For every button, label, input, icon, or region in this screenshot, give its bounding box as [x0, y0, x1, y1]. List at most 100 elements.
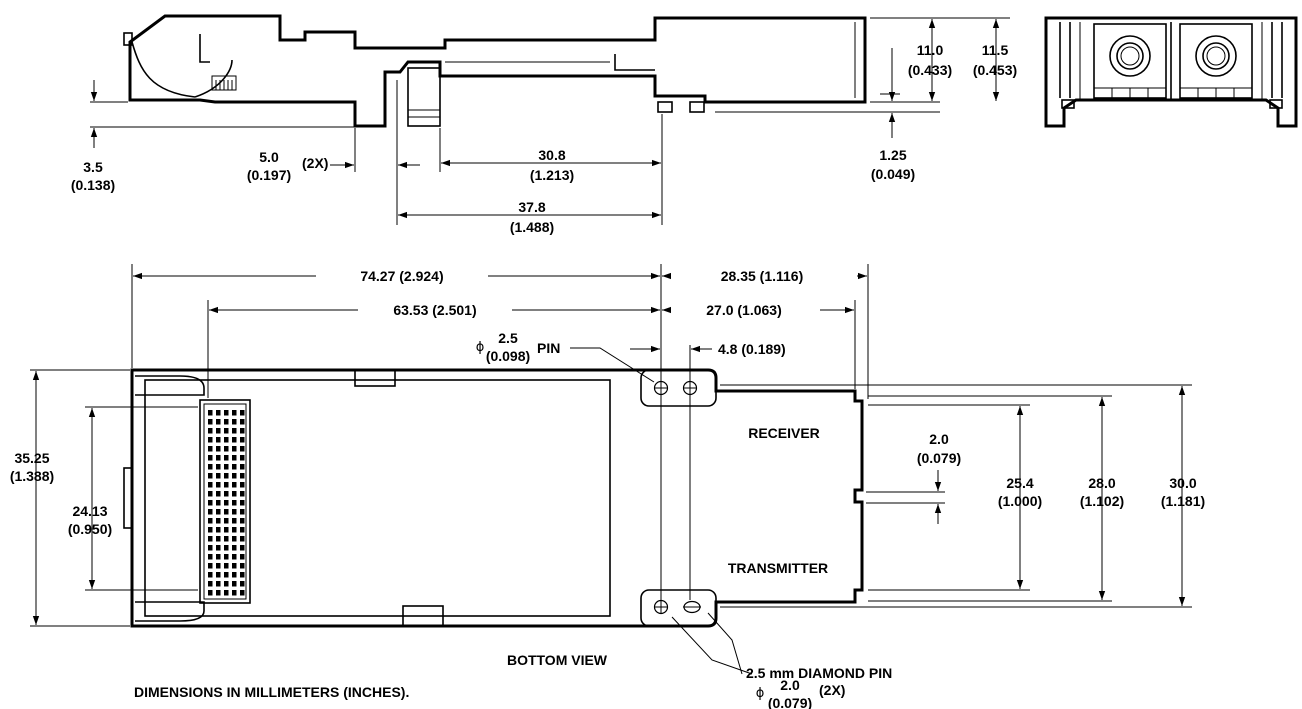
diameter-symbol: ϕ: [756, 686, 765, 701]
connector-pin: [240, 482, 245, 488]
dim-11-5: 11.5: [982, 42, 1009, 58]
connector-pin: [232, 545, 237, 551]
transmitter-label: TRANSMITTER: [728, 560, 828, 576]
pin-label: PIN: [537, 340, 560, 356]
connector-pin: [208, 455, 213, 461]
connector-pin: [240, 590, 245, 596]
connector-pin: [208, 500, 213, 506]
connector-pin: [232, 500, 237, 506]
connector-pin: [240, 500, 245, 506]
dim-11-5-inches: (0.453): [973, 62, 1017, 78]
connector-pin: [208, 428, 213, 434]
connector-pin: [216, 500, 221, 506]
connector-pin: [216, 572, 221, 578]
connector-pin: [224, 500, 229, 506]
connector-pin: [232, 554, 237, 560]
connector-pin: [240, 563, 245, 569]
bottom-view-side-tab: [123, 467, 133, 529]
connector-pin: [216, 464, 221, 470]
connector-pin: [224, 536, 229, 542]
connector-pin: [232, 464, 237, 470]
dim-74-27: 74.27 (2.924): [360, 268, 443, 284]
receiver-label: RECEIVER: [748, 425, 820, 441]
bottom-view-pcb: [144, 379, 611, 617]
connector-pin: [240, 518, 245, 524]
diamond-pin-icon: [683, 600, 701, 614]
bottom-view-tab-bottom: [402, 605, 444, 627]
connector-pin: [208, 464, 213, 470]
connector-pin: [240, 428, 245, 434]
connector-pin: [208, 419, 213, 425]
connector-pin: [224, 464, 229, 470]
connector-pin: [216, 446, 221, 452]
connector-pin: [208, 590, 213, 596]
diamond-pin-label: 2.5 mm DIAMOND PIN: [746, 665, 892, 681]
connector-pin: [224, 455, 229, 461]
pin-plate-bottom: [640, 589, 717, 627]
dim-24-13-inches: (0.950): [68, 521, 112, 537]
connector-pin: [224, 572, 229, 578]
dim-24-13: 24.13: [72, 503, 107, 519]
connector-pin: [208, 473, 213, 479]
connector-pin: [240, 527, 245, 533]
dim-hole-qty: (2X): [819, 682, 845, 698]
connector-pin: [216, 455, 221, 461]
dim-30-8: 30.8: [538, 147, 565, 163]
side-view-foot-right: [689, 101, 705, 113]
connector-pin: [232, 455, 237, 461]
connector-pin: [232, 527, 237, 533]
connector-pin: [224, 509, 229, 515]
connector-pin: [232, 518, 237, 524]
side-view-step: [614, 54, 655, 71]
connector-pin: [232, 536, 237, 542]
dim-35-25-inches: (1.388): [10, 468, 54, 484]
side-view-post: [407, 67, 441, 127]
connector-pin: [216, 473, 221, 479]
dim-3-5: 3.5: [83, 159, 103, 175]
connector-pin: [216, 509, 221, 515]
dim-pin-2-5-inches: (0.098): [486, 348, 530, 364]
side-view-foot-left: [657, 101, 673, 113]
dim-30-8-inches: (1.213): [530, 167, 574, 183]
connector-pin: [240, 419, 245, 425]
side-view-connector-nose: [131, 41, 196, 98]
dim-3-5-inches: (0.138): [71, 177, 115, 193]
connector-pin: [208, 446, 213, 452]
connector-pin: [216, 527, 221, 533]
connector-pin: [216, 437, 221, 443]
connector-pin: [232, 572, 237, 578]
connector-pin: [232, 491, 237, 497]
connector-pin: [224, 545, 229, 551]
connector-pin: [224, 473, 229, 479]
connector-pin: [208, 554, 213, 560]
connector-pin: [232, 581, 237, 587]
connector-pin: [208, 518, 213, 524]
connector-pin: [232, 563, 237, 569]
end-view-outline: [1044, 16, 1298, 128]
dim-30-0-inches: (1.181): [1161, 493, 1205, 509]
connector-pin: [240, 491, 245, 497]
side-view-connector-arc: [194, 59, 233, 98]
connector-pin: [224, 482, 229, 488]
connector-pin: [216, 536, 221, 542]
connector-pin: [216, 410, 221, 416]
connector-pin: [232, 437, 237, 443]
dim-11-0-inches: (0.433): [908, 62, 952, 78]
connector-pin: [216, 518, 221, 524]
connector-pin: [216, 545, 221, 551]
dim-37-8-inches: (1.488): [510, 219, 554, 235]
connector-pin: [232, 419, 237, 425]
connector-pin: [224, 554, 229, 560]
connector-pin: [240, 509, 245, 515]
connector-pin: [232, 509, 237, 515]
connector-pin: [216, 482, 221, 488]
connector-pin: [216, 563, 221, 569]
connector-pin: [208, 410, 213, 416]
connector-pin: [216, 428, 221, 434]
connector-pin: [208, 482, 213, 488]
connector-pin: [224, 446, 229, 452]
connector-pin: [240, 554, 245, 560]
connector-pin: [224, 581, 229, 587]
dimensions-note: DIMENSIONS IN MILLIMETERS (INCHES).: [134, 684, 409, 700]
dim-28-0: 28.0: [1088, 475, 1115, 491]
